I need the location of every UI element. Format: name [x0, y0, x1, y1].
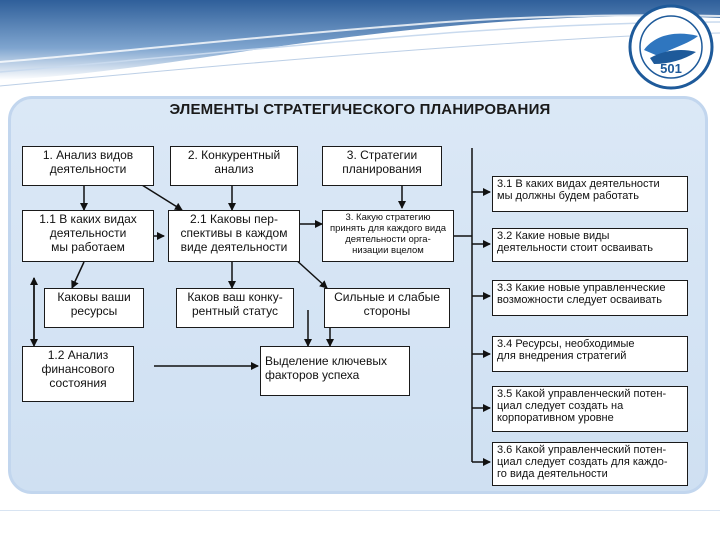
connector-arrows	[30, 148, 491, 466]
box-key-factors: Выделение ключевых факторов успеха	[260, 346, 410, 396]
diagram-body: 1. Анализ видов деятельности 2. Конкурен…	[22, 140, 712, 486]
box-new-activities: 3.2 Какие новые виды деятельности стоит …	[492, 228, 688, 262]
box-financial-analysis: 1.2 Анализ финансового состояния	[22, 346, 134, 402]
box-competitive-analysis: 2. Конкурентный анализ	[170, 146, 298, 186]
diagram-title: ЭЛЕМЕНТЫ СТРАТЕГИЧЕСКОГО ПЛАНИРОВАНИЯ	[169, 101, 551, 118]
box-future-activities: 3.1 В каких видах деятельности мы должны…	[492, 176, 688, 212]
header-banner: 501	[0, 0, 720, 95]
footer-line	[0, 510, 720, 511]
box-resources: Каковы ваши ресурсы	[44, 288, 144, 328]
box-which-activities: 1.1 В каких видах деятельности мы работа…	[22, 210, 154, 262]
box-strengths-weaknesses: Сильные и слабые стороны	[324, 288, 450, 328]
box-resources-for-strategies: 3.4 Ресурсы, необходимые для внедрения с…	[492, 336, 688, 372]
emblem-logo: 501	[628, 4, 714, 90]
box-new-management-capabilities: 3.3 Какие новые управленческие возможнос…	[492, 280, 688, 316]
box-activity-potential: 3.6 Какой управленческий потен- циал сле…	[492, 442, 688, 486]
svg-text:501: 501	[660, 61, 682, 76]
box-which-strategy: 3. Какую стратегию принять для каждого в…	[322, 210, 454, 262]
header-wave-graphic	[0, 0, 720, 95]
box-competitive-status: Каков ваш конку- рентный статус	[176, 288, 294, 328]
box-planning-strategies: 3. Стратегии планирования	[322, 146, 442, 186]
footer-area	[0, 494, 720, 540]
box-corporate-potential: 3.5 Какой управленческий потен- циал сле…	[492, 386, 688, 432]
box-prospects: 2.1 Каковы пер- спективы в каждом виде д…	[168, 210, 300, 262]
box-activity-analysis: 1. Анализ видов деятельности	[22, 146, 154, 186]
